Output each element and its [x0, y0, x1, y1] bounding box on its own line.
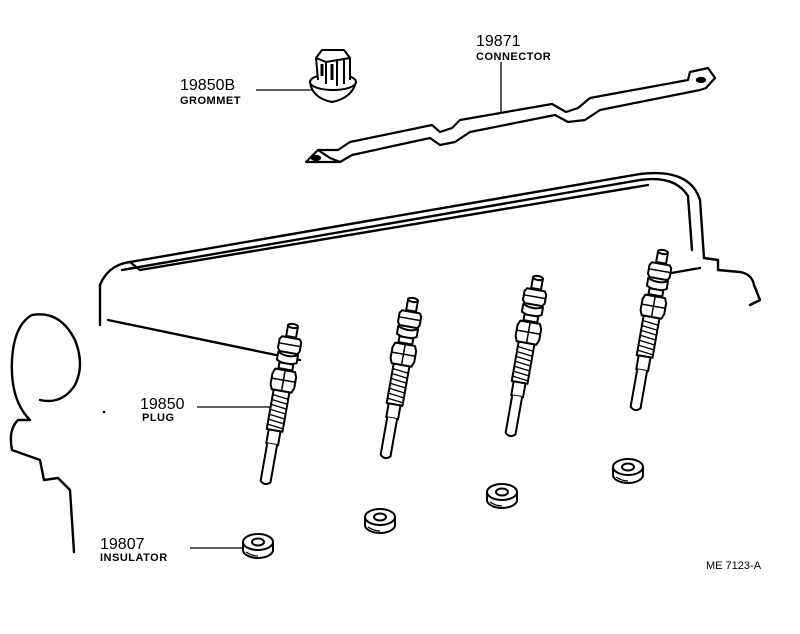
reference-dot [102, 410, 106, 414]
grommet-name: GROMMET [180, 95, 241, 107]
insulator-washer-1 [242, 533, 274, 559]
grommet-number: 19850B [180, 77, 235, 94]
engine-head-outline [9, 171, 762, 554]
grommet-part [309, 49, 357, 103]
insulator-washer-4 [612, 458, 644, 484]
glow-plug-1 [252, 320, 307, 488]
insulator-number: 19807 [100, 536, 145, 553]
insulator-washer-3 [486, 483, 518, 509]
plug-name: PLUG [142, 412, 175, 424]
insulator-washer-2 [364, 508, 396, 534]
plug-number: 19850 [140, 396, 185, 413]
connector-bar [304, 66, 717, 164]
connector-name: CONNECTOR [476, 51, 551, 63]
glow-plug-2 [372, 294, 427, 462]
insulator-name: INSULATOR [100, 552, 168, 564]
connector-number: 19871 [476, 33, 521, 50]
glow-plug-3 [497, 272, 552, 440]
glow-plug-4 [622, 246, 677, 414]
drawing-reference: ME 7123-A [706, 560, 762, 572]
leader-lines [190, 62, 502, 549]
